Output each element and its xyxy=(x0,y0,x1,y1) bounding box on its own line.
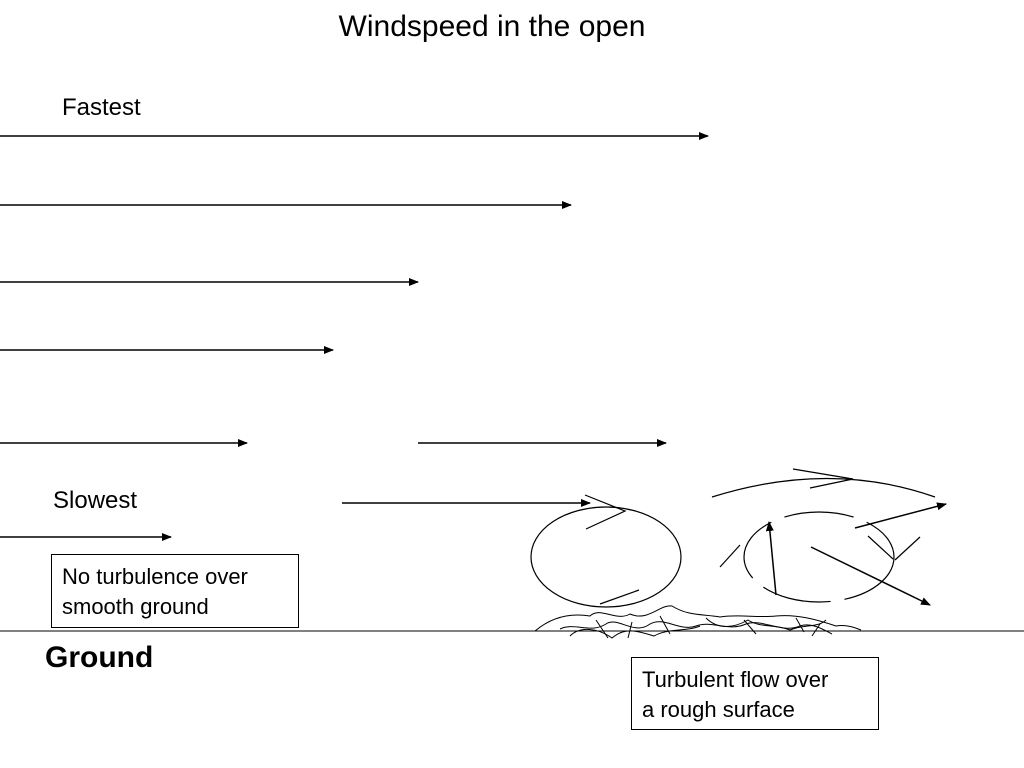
rough-surface-note: Turbulent flow over a rough surface xyxy=(631,657,879,730)
diagram-title: Windspeed in the open xyxy=(338,10,646,43)
upper-wind-arrows-rough xyxy=(342,439,667,507)
smooth-ground-note: No turbulence over smooth ground xyxy=(51,554,299,628)
slowest-label: Slowest xyxy=(53,487,138,514)
turbulence-eddy-left xyxy=(530,494,682,608)
smooth-note-line-1: No turbulence over xyxy=(62,564,248,589)
rough-note-line-1: Turbulent flow over xyxy=(642,667,829,692)
turbulence-eddy-right xyxy=(711,468,936,603)
rough-note-line-2: a rough surface xyxy=(642,697,795,722)
rough-surface-texture xyxy=(534,605,862,639)
ground-label: Ground xyxy=(45,641,154,674)
fastest-label: Fastest xyxy=(62,94,141,121)
smooth-note-line-2: smooth ground xyxy=(62,594,209,619)
laminar-wind-arrows xyxy=(0,132,709,541)
turbulent-flow-arrows xyxy=(765,502,947,606)
